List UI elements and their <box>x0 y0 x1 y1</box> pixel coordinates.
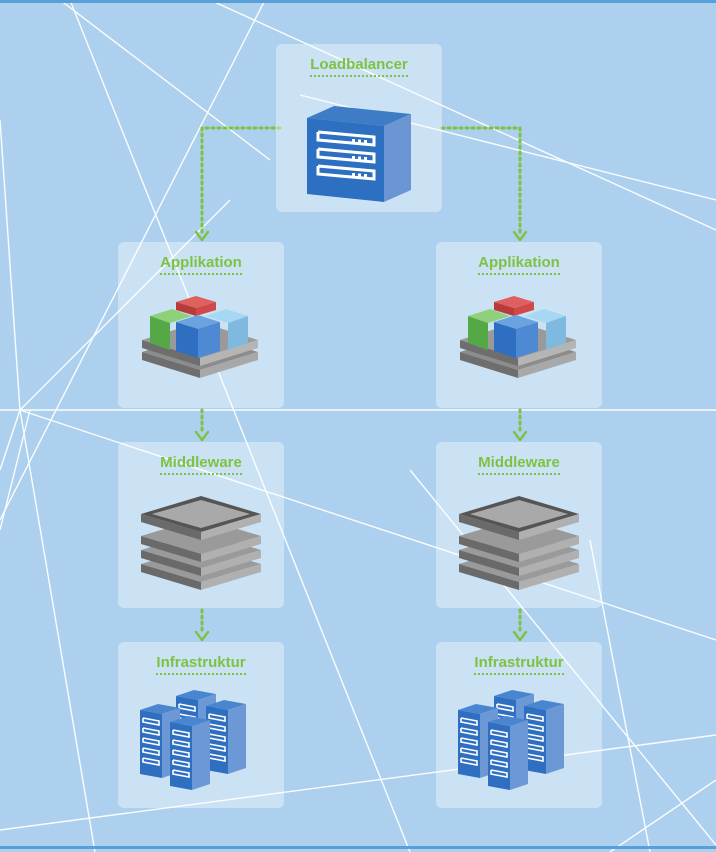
server-rack-icon <box>457 689 565 791</box>
app-blocks-icon <box>460 296 576 378</box>
layer-stack-icon <box>459 496 579 590</box>
bottom-border <box>0 846 716 849</box>
server-rack-icon <box>139 689 247 791</box>
node-app-right: Applikation <box>436 242 602 408</box>
layer-stack-icon <box>141 496 261 590</box>
node-app-left: Applikation <box>118 242 284 408</box>
node-label: Middleware <box>478 454 560 475</box>
top-border <box>0 0 716 3</box>
node-label: Applikation <box>160 254 242 275</box>
node-label: Applikation <box>478 254 560 275</box>
node-label: Loadbalancer <box>310 56 408 77</box>
node-loadbalancer: Loadbalancer <box>276 44 442 212</box>
node-mw-left: Middleware <box>118 442 284 608</box>
node-mw-right: Middleware <box>436 442 602 608</box>
app-blocks-icon <box>142 296 258 378</box>
node-infra-left: Infrastruktur <box>118 642 284 808</box>
node-infra-right: Infrastruktur <box>436 642 602 808</box>
node-label: Infrastruktur <box>474 654 564 675</box>
node-label: Middleware <box>160 454 242 475</box>
server-icon <box>307 106 411 202</box>
node-label: Infrastruktur <box>156 654 246 675</box>
